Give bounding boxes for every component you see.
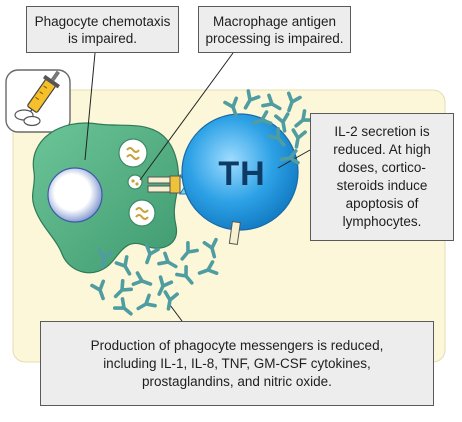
th-receptor [228,220,241,246]
syringe-and-pills-icon [5,69,71,133]
callout-antigen-processing: Macrophage antigen processing is impaire… [198,6,351,53]
callout-chemotaxis: Phagocyte chemotaxis is impaired. [26,6,179,53]
small-vesicle [127,174,143,190]
callout-phagocyte-messengers: Production of phagocyte messengers is re… [40,321,434,406]
vesicle [128,199,156,227]
vesicle [118,138,148,168]
th-cell-label: TH [218,155,266,193]
callout-il2-secretion: IL-2 secretion is reduced. At high doses… [310,113,454,241]
th-cell [181,113,299,231]
phagocyte-nucleus [47,167,103,223]
leader-lines [84,52,311,322]
